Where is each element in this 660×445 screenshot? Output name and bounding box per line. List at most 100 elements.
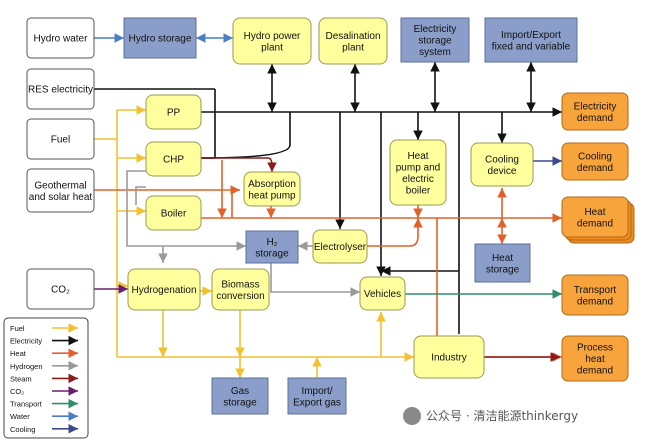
import-export-gas-box [287,377,347,415]
legend-label: Electricity [10,337,42,346]
legend-label: Cooling [10,425,35,434]
flow-lines [94,33,562,378]
geothermal-box [26,168,95,213]
cooling-demand-label: demand [577,163,613,174]
heat-pump-electric-boiler-label: pump and [396,162,440,173]
hydro-storage-node: Hydro storage [123,17,197,59]
fuel-box [26,118,95,160]
boiler-box [145,195,202,231]
boiler-label: Boiler [161,209,187,220]
process-heat-demand-box [561,335,629,382]
import-export-gas-label: Export gas [293,397,341,408]
desalination-plant-label: plant [342,42,364,53]
hydro-water-label: Hydro water [34,34,89,45]
hydrogenation-node: Hydrogenation [127,268,201,311]
transport-demand-label: Transport [574,285,617,296]
watermark: 公众号 · 清洁能源thinkergy [403,407,578,425]
desalination-plant-box [318,17,388,65]
hydro-storage-box [123,17,197,59]
gas-storage-box [211,377,269,415]
boiler-node: Boiler [145,195,202,231]
electrolyser-node: Electrolyser [312,229,368,264]
legend-label: Water [10,412,30,421]
process-heat-demand-label: demand [577,366,613,377]
import-export-box [484,17,578,63]
vehicles-node: Vehicles [359,276,406,311]
hydrogenation-box [127,268,201,311]
geothermal-label: Geothermal [34,180,86,191]
industry-box [413,335,485,379]
fuel-label: Fuel [51,135,70,146]
cooling-demand-label: Cooling [578,151,612,162]
wechat-icon [403,407,421,425]
process-heat-demand-label: Process [577,343,613,354]
electricity-storage-label: system [419,47,451,58]
legend-label: Heat [10,349,27,358]
heat-storage-box [474,243,531,283]
legend: FuelElectricityHeatHydrogenSteamCO₂Trans… [3,317,89,439]
import-export-label: fixed and variable [492,41,571,52]
absorption-heat-pump-box [243,171,301,207]
hydro-power-plant-label: Hydro power [244,31,301,42]
hydrogenation-label: Hydrogenation [131,285,196,296]
watermark-text: 公众号 · 清洁能源thinkergy [426,409,578,423]
electricity-demand-box [561,92,629,131]
legend-label: Transport [10,400,43,409]
co2-label: CO₂ [51,285,70,296]
fuel-node: Fuel [26,118,95,160]
co2-node: CO₂ [26,268,95,310]
res-electricity-box [26,68,95,110]
heat-pump-electric-boiler-label: electric [402,174,434,185]
hydro-power-plant-box [232,17,312,65]
electricity-storage-label: storage [418,36,452,47]
transport-demand-box [561,274,629,316]
vehicles-label: Vehicles [364,289,401,300]
import-export-gas-node: Import/Export gas [287,377,347,415]
h2-storage-label: H₂ [266,237,277,248]
industry-node: Industry [413,335,485,379]
biomass-conversion-box [211,268,270,311]
chp-label: CHP [163,155,184,166]
legend-label: CO₂ [10,387,24,396]
h2-storage-label: storage [255,248,289,259]
pp-box [145,94,202,130]
electricity-storage-label: Electricity [414,24,457,35]
res-electricity-node: RES electricity [26,68,95,110]
industry-label: Industry [431,353,467,364]
electricity-demand-label: Electricity [574,101,617,112]
heat-pump-electric-boiler-box [389,139,447,206]
hydro-water-box [26,17,95,59]
heat-demand-box [561,196,629,238]
electricity-demand-label: demand [577,113,613,124]
hydro-storage-label: Hydro storage [129,34,192,45]
legend-label: Steam [10,374,32,383]
heat-pump-electric-boiler-label: Heat [407,151,428,162]
cooling-device-label: Cooling [485,154,519,165]
legend-box [3,317,89,439]
absorption-heat-pump-label: Absorption [248,179,296,190]
chp-box [145,141,202,177]
heat-pump-electric-boiler-label: boiler [406,185,431,196]
legend-label: Hydrogen [10,362,43,371]
res-electricity-label: RES electricity [28,85,93,96]
geothermal-label: and solar heat [29,192,93,203]
hydro-power-plant-label: plant [261,42,283,53]
electrolyser-label: Electrolyser [314,242,367,253]
cooling-device-box [470,142,534,187]
heat-storage-label: Heat [492,253,513,264]
